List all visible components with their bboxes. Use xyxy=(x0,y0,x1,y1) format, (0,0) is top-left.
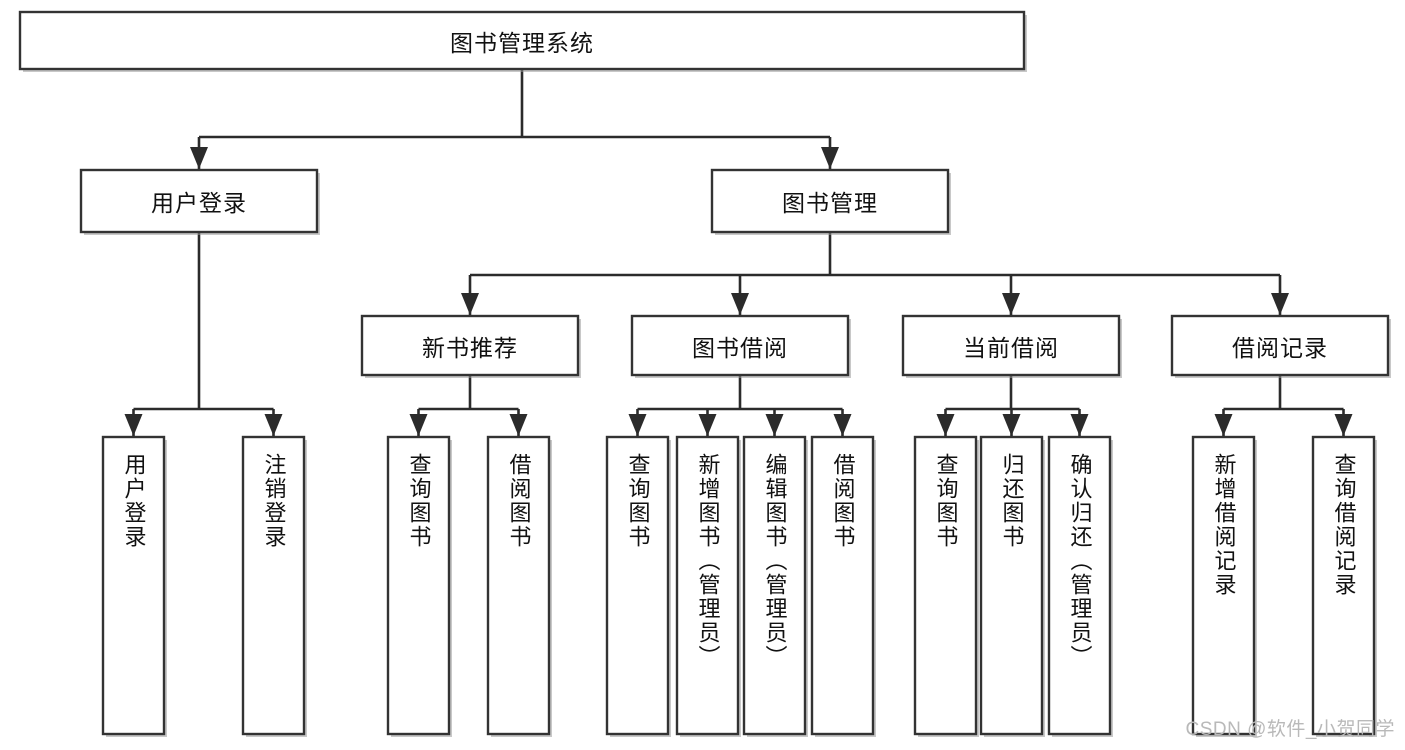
arrow-head-icon xyxy=(936,414,955,436)
node-box-book-manage[interactable] xyxy=(710,168,950,234)
node-box-new-book-recommend[interactable] xyxy=(360,314,580,377)
arrow-head-icon xyxy=(1070,414,1089,436)
arrow-head-icon xyxy=(190,147,208,169)
node-box-leaf-borrow-book-rec[interactable] xyxy=(486,435,551,736)
arrow-head-icon xyxy=(509,414,528,436)
arrow-head-icon xyxy=(264,414,283,436)
connector-layer xyxy=(124,69,1353,436)
node-box-current-borrow[interactable] xyxy=(901,314,1121,377)
watermark-text: CSDN @软件_小贺同学 xyxy=(1185,719,1395,740)
arrow-head-icon xyxy=(1214,414,1233,436)
arrow-head-icon xyxy=(821,147,839,169)
node-box-leaf-add-book[interactable] xyxy=(675,435,740,736)
node-box-user-login[interactable] xyxy=(79,168,319,234)
node-box-leaf-user-login[interactable] xyxy=(101,435,166,736)
node-layer xyxy=(18,10,1391,737)
node-box-book-borrow[interactable] xyxy=(630,314,850,377)
arrow-head-icon xyxy=(124,414,143,436)
node-box-leaf-logout[interactable] xyxy=(241,435,306,736)
arrow-head-icon xyxy=(765,414,784,436)
node-box-leaf-borrow-book[interactable] xyxy=(810,435,875,736)
arrow-head-icon xyxy=(1002,293,1020,315)
node-box-root[interactable] xyxy=(18,10,1026,71)
node-box-borrow-record[interactable] xyxy=(1170,314,1390,377)
node-box-leaf-query-book-cur[interactable] xyxy=(913,435,978,736)
arrow-head-icon xyxy=(731,293,749,315)
node-box-leaf-edit-book[interactable] xyxy=(742,435,807,736)
arrow-head-icon xyxy=(1271,293,1289,315)
node-box-leaf-add-record[interactable] xyxy=(1191,435,1256,736)
node-box-leaf-return-book[interactable] xyxy=(979,435,1044,736)
arrow-head-icon xyxy=(698,414,717,436)
node-box-leaf-query-record[interactable] xyxy=(1311,435,1376,736)
arrow-head-icon xyxy=(628,414,647,436)
node-box-leaf-query-book-borrow[interactable] xyxy=(605,435,670,736)
arrow-head-icon xyxy=(461,293,479,315)
arrow-head-icon xyxy=(833,414,852,436)
arrow-head-icon xyxy=(409,414,428,436)
node-box-leaf-confirm-return[interactable] xyxy=(1047,435,1112,736)
arrow-head-icon xyxy=(1334,414,1353,436)
arrow-head-icon xyxy=(1002,414,1021,436)
node-box-leaf-query-book-rec[interactable] xyxy=(386,435,451,736)
